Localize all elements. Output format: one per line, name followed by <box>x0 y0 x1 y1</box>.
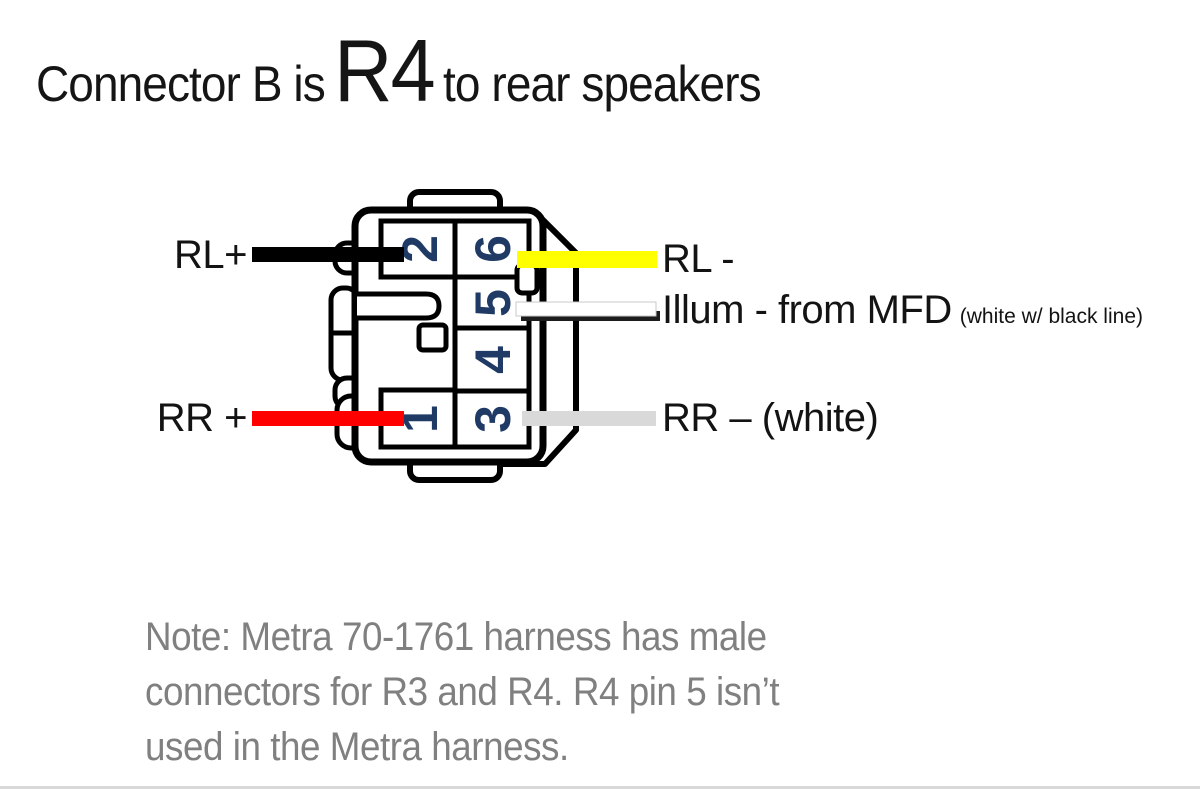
label-rl-plus: RL+ <box>174 233 248 277</box>
connector-key-square <box>416 322 449 353</box>
note-line-3: used in the Metra harness. <box>145 725 569 769</box>
note-line-2: connectors for R3 and R4. R4 pin 5 isn’t <box>145 670 780 714</box>
title-prefix: Connector B is <box>36 56 326 112</box>
label-rr-minus: RR – (white) <box>662 396 879 440</box>
bottom-divider <box>0 786 1200 789</box>
pin-number-4: 4 <box>465 346 521 374</box>
connector-diagram: 2 6 5 4 3 1 <box>252 189 660 483</box>
pin-number-5: 5 <box>465 289 521 317</box>
label-rl-minus: RL - <box>662 237 735 281</box>
wire-illum-white <box>515 301 657 317</box>
wire-rr-minus-gray <box>522 411 656 426</box>
note-text: Note: Metra 70-1761 harness has male con… <box>145 610 780 775</box>
connector-inner-shelf <box>357 291 442 321</box>
label-rr-plus: RR + <box>156 396 248 440</box>
note-line-1: Note: Metra 70-1761 harness has male <box>145 615 767 659</box>
wire-rr-plus-red <box>252 411 404 426</box>
wire-rl-minus-yellow <box>517 251 657 268</box>
label-illum-main: Illum - from MFD <box>662 288 952 332</box>
pin-number-3: 3 <box>465 405 521 433</box>
label-illum: Illum - from MFD (white w/ black line) <box>662 287 1143 340</box>
title-suffix: to rear speakers <box>443 56 762 112</box>
title-connector-id: R4 <box>334 21 436 120</box>
label-illum-detail: (white w/ black line) <box>959 305 1143 328</box>
pin-number-6: 6 <box>465 235 521 263</box>
wire-rl-plus-black <box>252 247 404 262</box>
connector-right-latch <box>514 262 540 296</box>
pin-cavity-right-column <box>452 218 532 450</box>
